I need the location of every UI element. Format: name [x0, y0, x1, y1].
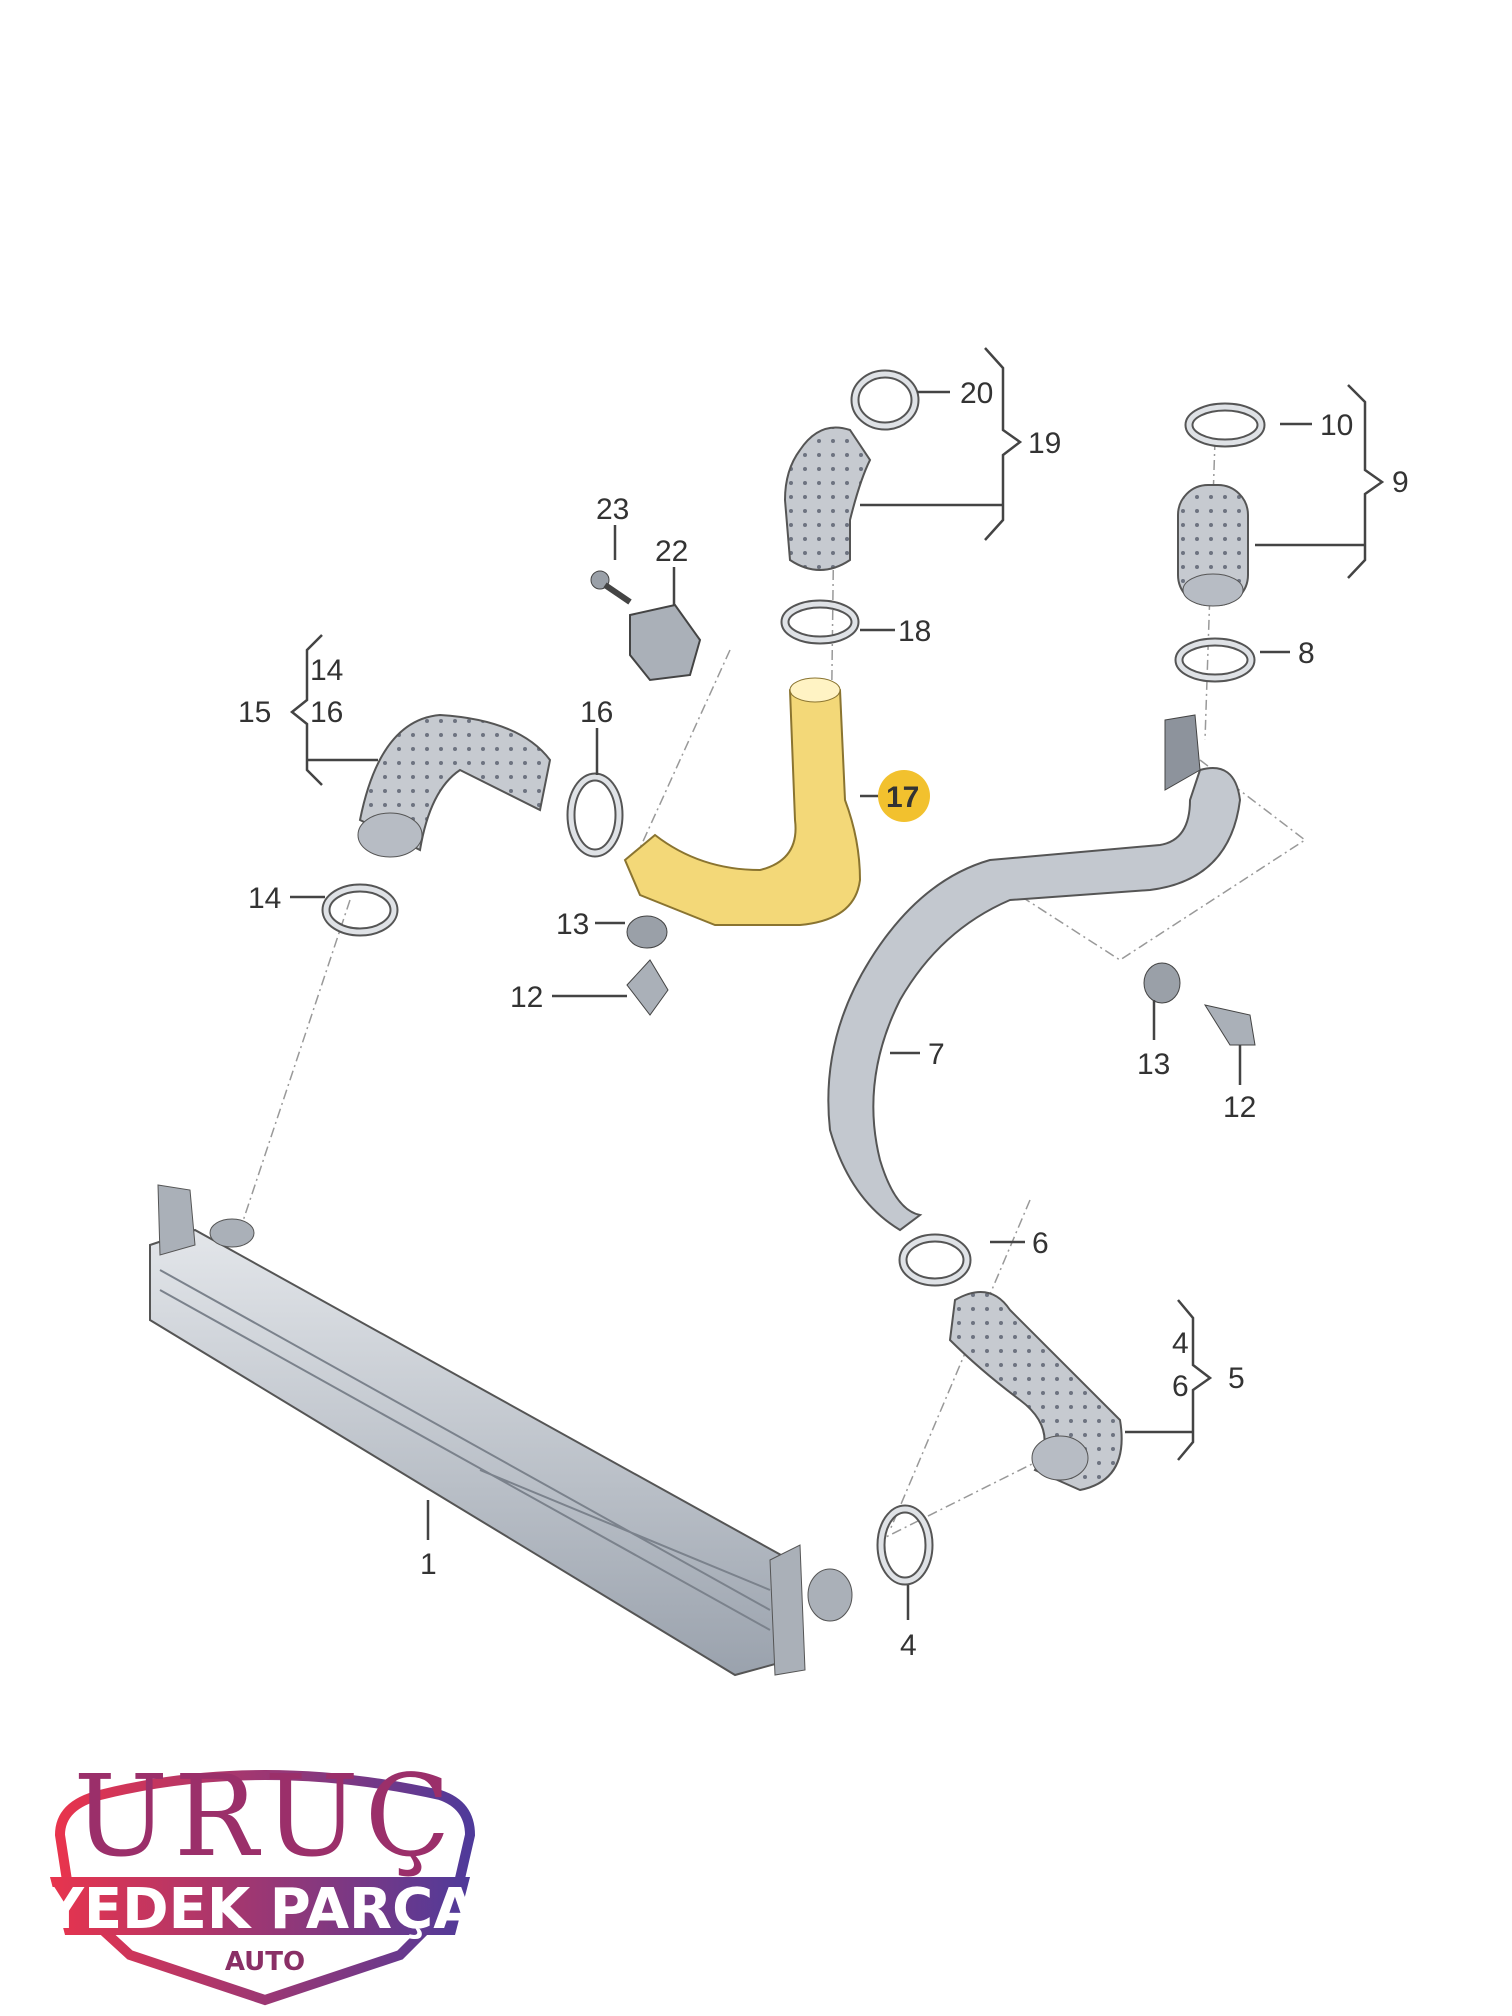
callout-15: 15 [238, 696, 271, 729]
callout-6-bracket: 6 [1172, 1370, 1189, 1403]
brackets [289, 347, 1385, 1461]
callout-16: 16 [580, 696, 613, 729]
callout-14: 14 [248, 882, 281, 915]
callout-5: 5 [1228, 1362, 1245, 1395]
nut-13-left [626, 915, 668, 949]
pipe-17-highlighted[interactable] [623, 677, 862, 926]
intercooler-1 [149, 1184, 853, 1677]
leader-lines [290, 390, 1312, 1620]
nut-13-right [1143, 962, 1181, 1004]
callout-17[interactable]: 17 [886, 781, 919, 814]
callout-18: 18 [898, 615, 931, 648]
callout-22: 22 [655, 535, 688, 568]
callout-8: 8 [1298, 637, 1315, 670]
company-logo: URUÇ YEDEK PARÇA AUTO [42, 1752, 477, 2006]
callout-10: 10 [1320, 409, 1353, 442]
callout-1: 1 [420, 1548, 437, 1581]
clamp-6 [898, 1233, 972, 1287]
callout-14-bracket: 14 [310, 654, 343, 687]
bolt-12-left [626, 959, 669, 1016]
callout-labels: 20 19 10 9 23 22 18 8 14 16 15 16 17 14 … [238, 377, 1409, 1662]
callout-12-left: 12 [510, 981, 543, 1014]
hose-15 [357, 713, 552, 858]
hose-19 [783, 426, 872, 571]
clamp-4 [876, 1504, 934, 1586]
clamp-10 [1184, 402, 1266, 448]
callout-20: 20 [960, 377, 993, 410]
bolt-12-right [1203, 1004, 1256, 1046]
pipe-7 [827, 714, 1242, 1232]
hose-9 [1177, 484, 1249, 607]
hose-5 [948, 1291, 1123, 1492]
clamp-8 [1174, 637, 1256, 683]
bolt-23 [590, 570, 632, 605]
callout-13-right: 13 [1137, 1048, 1170, 1081]
callout-19: 19 [1028, 427, 1061, 460]
logo-sub: AUTO [225, 1947, 305, 1977]
logo-tagline: YEDEK PARÇA [42, 1877, 477, 1942]
callout-13-left: 13 [556, 908, 589, 941]
clamp-16 [566, 772, 624, 858]
callout-7: 7 [928, 1038, 945, 1071]
bracket-22 [629, 603, 702, 682]
callout-16-bracket: 16 [310, 696, 343, 729]
callout-6: 6 [1032, 1227, 1049, 1260]
callout-9: 9 [1392, 466, 1409, 499]
clamp-18 [780, 599, 860, 645]
callout-23: 23 [596, 493, 629, 526]
clamp-14 [321, 883, 399, 937]
clamp-20 [850, 369, 920, 431]
callout-12-right: 12 [1223, 1091, 1256, 1124]
logo-name: URUÇ [74, 1752, 457, 1882]
callout-4: 4 [900, 1629, 917, 1662]
callout-4-bracket: 4 [1172, 1327, 1189, 1360]
highlight-badge [878, 770, 930, 822]
